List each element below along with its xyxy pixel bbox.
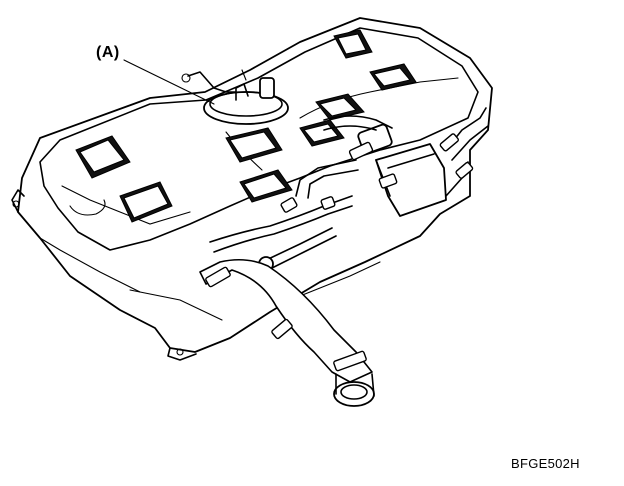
filler-neck-hose-icon	[199, 258, 375, 407]
fuel-filter-icon	[357, 123, 447, 217]
hose-clamp-icon	[205, 133, 474, 372]
callout-label-a: (A)	[96, 44, 120, 61]
figure-code: BFGE502H	[511, 456, 580, 471]
fuel-line-icon	[209, 107, 489, 272]
callout-leader-line	[123, 59, 215, 105]
mounting-strap-pad-icon	[75, 29, 417, 223]
fuel-pump-assembly-icon	[181, 69, 289, 125]
